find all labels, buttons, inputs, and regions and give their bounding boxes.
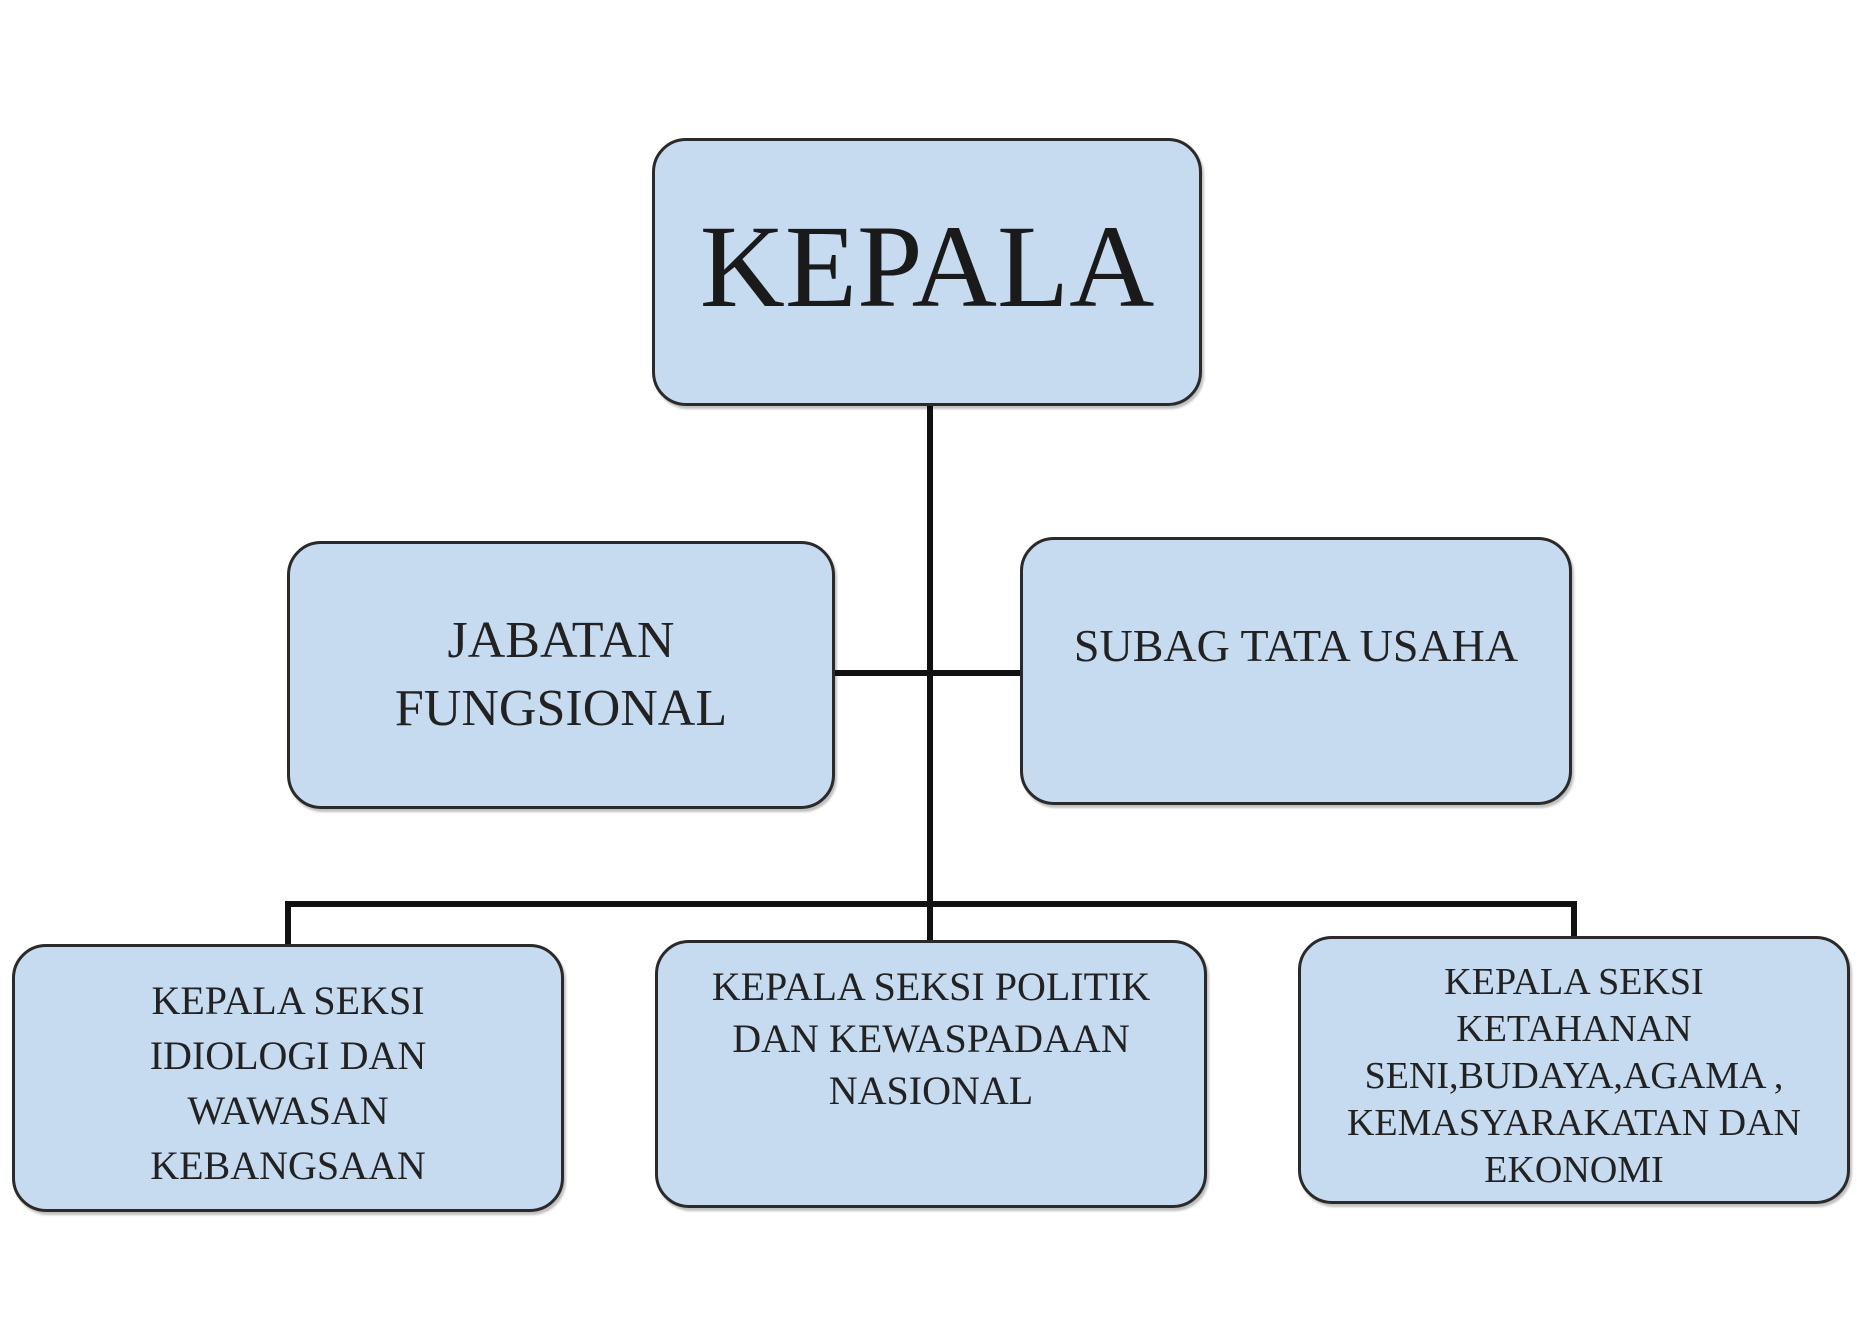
org-box-label: NASIONAL [828,1068,1034,1113]
org-box-seksi-idiologi: KEPALA SEKSI IDIOLOGI DAN WAWASAN KEBANG… [12,944,564,1212]
org-box-label: KEPALA SEKSI [1444,961,1704,1003]
org-box-label: KETAHANAN [1456,1008,1692,1050]
org-box-label: JABATAN [447,612,675,669]
org-box-label: DAN KEWASPADAAN [732,1016,1130,1061]
org-box-label: FUNGSIONAL [394,680,728,737]
org-box-label: WAWASAN [187,1088,389,1133]
org-box-label: KEBANGSAAN [150,1143,426,1188]
org-box-seksi-ketahanan: KEPALA SEKSI KETAHANAN SENI,BUDAYA,AGAMA… [1298,936,1850,1204]
org-box-label: EKONOMI [1484,1149,1664,1191]
org-box-label: KEPALA SEKSI POLITIK [711,964,1151,1009]
org-box-label: SUBAG TATA USAHA [1073,620,1519,671]
org-box-label: SENI,BUDAYA,AGAMA , [1364,1055,1784,1097]
org-box-label: KEPALA SEKSI [151,978,425,1023]
org-box-kepala: KEPALA [652,138,1202,406]
org-box-seksi-politik: KEPALA SEKSI POLITIK DAN KEWASPADAAN NAS… [655,940,1207,1208]
org-box-jabatan-fungsional: JABATAN FUNGSIONAL [287,541,835,809]
org-box-label: KEPALA [699,201,1155,332]
org-box-subag-tata-usaha: SUBAG TATA USAHA [1020,537,1572,805]
org-box-label: IDIOLOGI DAN [149,1033,427,1078]
org-box-label: KEMASYARAKATAN DAN [1346,1102,1802,1144]
